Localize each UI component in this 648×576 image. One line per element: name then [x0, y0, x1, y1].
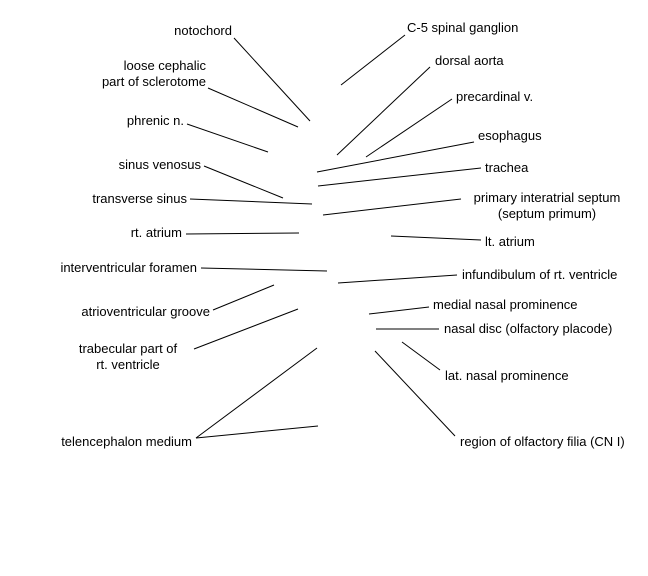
- label-rt-atrium: rt. atrium: [130, 225, 182, 240]
- label-medial-nasal: medial nasal prominence: [433, 297, 578, 312]
- label-phrenic: phrenic n.: [126, 113, 184, 128]
- label-trachea: trachea: [485, 160, 529, 175]
- label-trabecular-line1: trabecular part of: [78, 341, 178, 356]
- leader-lt-atrium: [390, 235, 482, 241]
- leader-c5-ganglion: [340, 34, 406, 86]
- leader-atrioventricular-groove: [212, 284, 275, 311]
- label-lat-nasal: lat. nasal prominence: [445, 368, 569, 383]
- leader-telencephalon-b: [195, 425, 319, 439]
- label-loose-cephalic: loose cephalic part of sclerotome: [60, 58, 206, 90]
- leader-loose-cephalic: [207, 87, 299, 128]
- leader-medial-nasal: [368, 306, 430, 315]
- label-notochord: notochord: [174, 23, 232, 38]
- label-loose-cephalic-line1: loose cephalic: [123, 58, 206, 73]
- leader-phrenic: [186, 123, 269, 153]
- leader-telencephalon-a: [195, 347, 318, 439]
- leader-rt-atrium: [185, 232, 300, 235]
- leader-notochord: [233, 37, 311, 122]
- label-nasal-disc: nasal disc (olfactory placode): [444, 321, 613, 336]
- leader-septum-primum: [322, 198, 462, 216]
- label-c5-ganglion: C-5 spinal ganglion: [407, 20, 519, 35]
- label-sinus-venosus: sinus venosus: [118, 157, 201, 172]
- label-esophagus: esophagus: [478, 128, 542, 143]
- label-infundibulum: infundibulum of rt. ventricle: [462, 267, 618, 282]
- leader-olfactory-filia: [374, 350, 456, 437]
- label-olfactory-filia: region of olfactory filia (CN I): [460, 434, 625, 449]
- leader-trachea: [317, 167, 482, 187]
- label-septum-primum-line1: primary interatrial septum: [473, 190, 621, 205]
- label-lt-atrium: lt. atrium: [485, 234, 535, 249]
- label-dorsal-aorta: dorsal aorta: [435, 53, 504, 68]
- label-septum-primum-line2: (septum primum): [497, 206, 597, 221]
- label-telencephalon: telencephalon medium: [61, 434, 192, 449]
- leader-dorsal-aorta: [336, 66, 431, 156]
- label-precardinal: precardinal v.: [456, 89, 534, 104]
- leader-trabecular: [193, 308, 299, 350]
- leader-infundibulum: [337, 274, 458, 284]
- label-transverse-sinus: transverse sinus: [92, 191, 187, 206]
- label-atrioventricular-groove: atrioventricular groove: [81, 304, 210, 319]
- leader-transverse-sinus: [189, 198, 313, 205]
- leader-precardinal: [365, 98, 453, 158]
- leader-esophagus: [316, 141, 475, 173]
- leader-lat-nasal: [401, 341, 441, 371]
- leader-sinus-venosus: [203, 165, 284, 199]
- label-septum-primum: primary interatrial septum (septum primu…: [462, 190, 632, 222]
- label-trabecular-line2: rt. ventricle: [96, 357, 160, 372]
- label-loose-cephalic-line2: part of sclerotome: [101, 74, 206, 89]
- leader-interventricular-foramen: [200, 267, 328, 272]
- label-trabecular: trabecular part of rt. ventricle: [60, 341, 196, 373]
- label-interventricular-foramen: interventricular foramen: [60, 260, 197, 275]
